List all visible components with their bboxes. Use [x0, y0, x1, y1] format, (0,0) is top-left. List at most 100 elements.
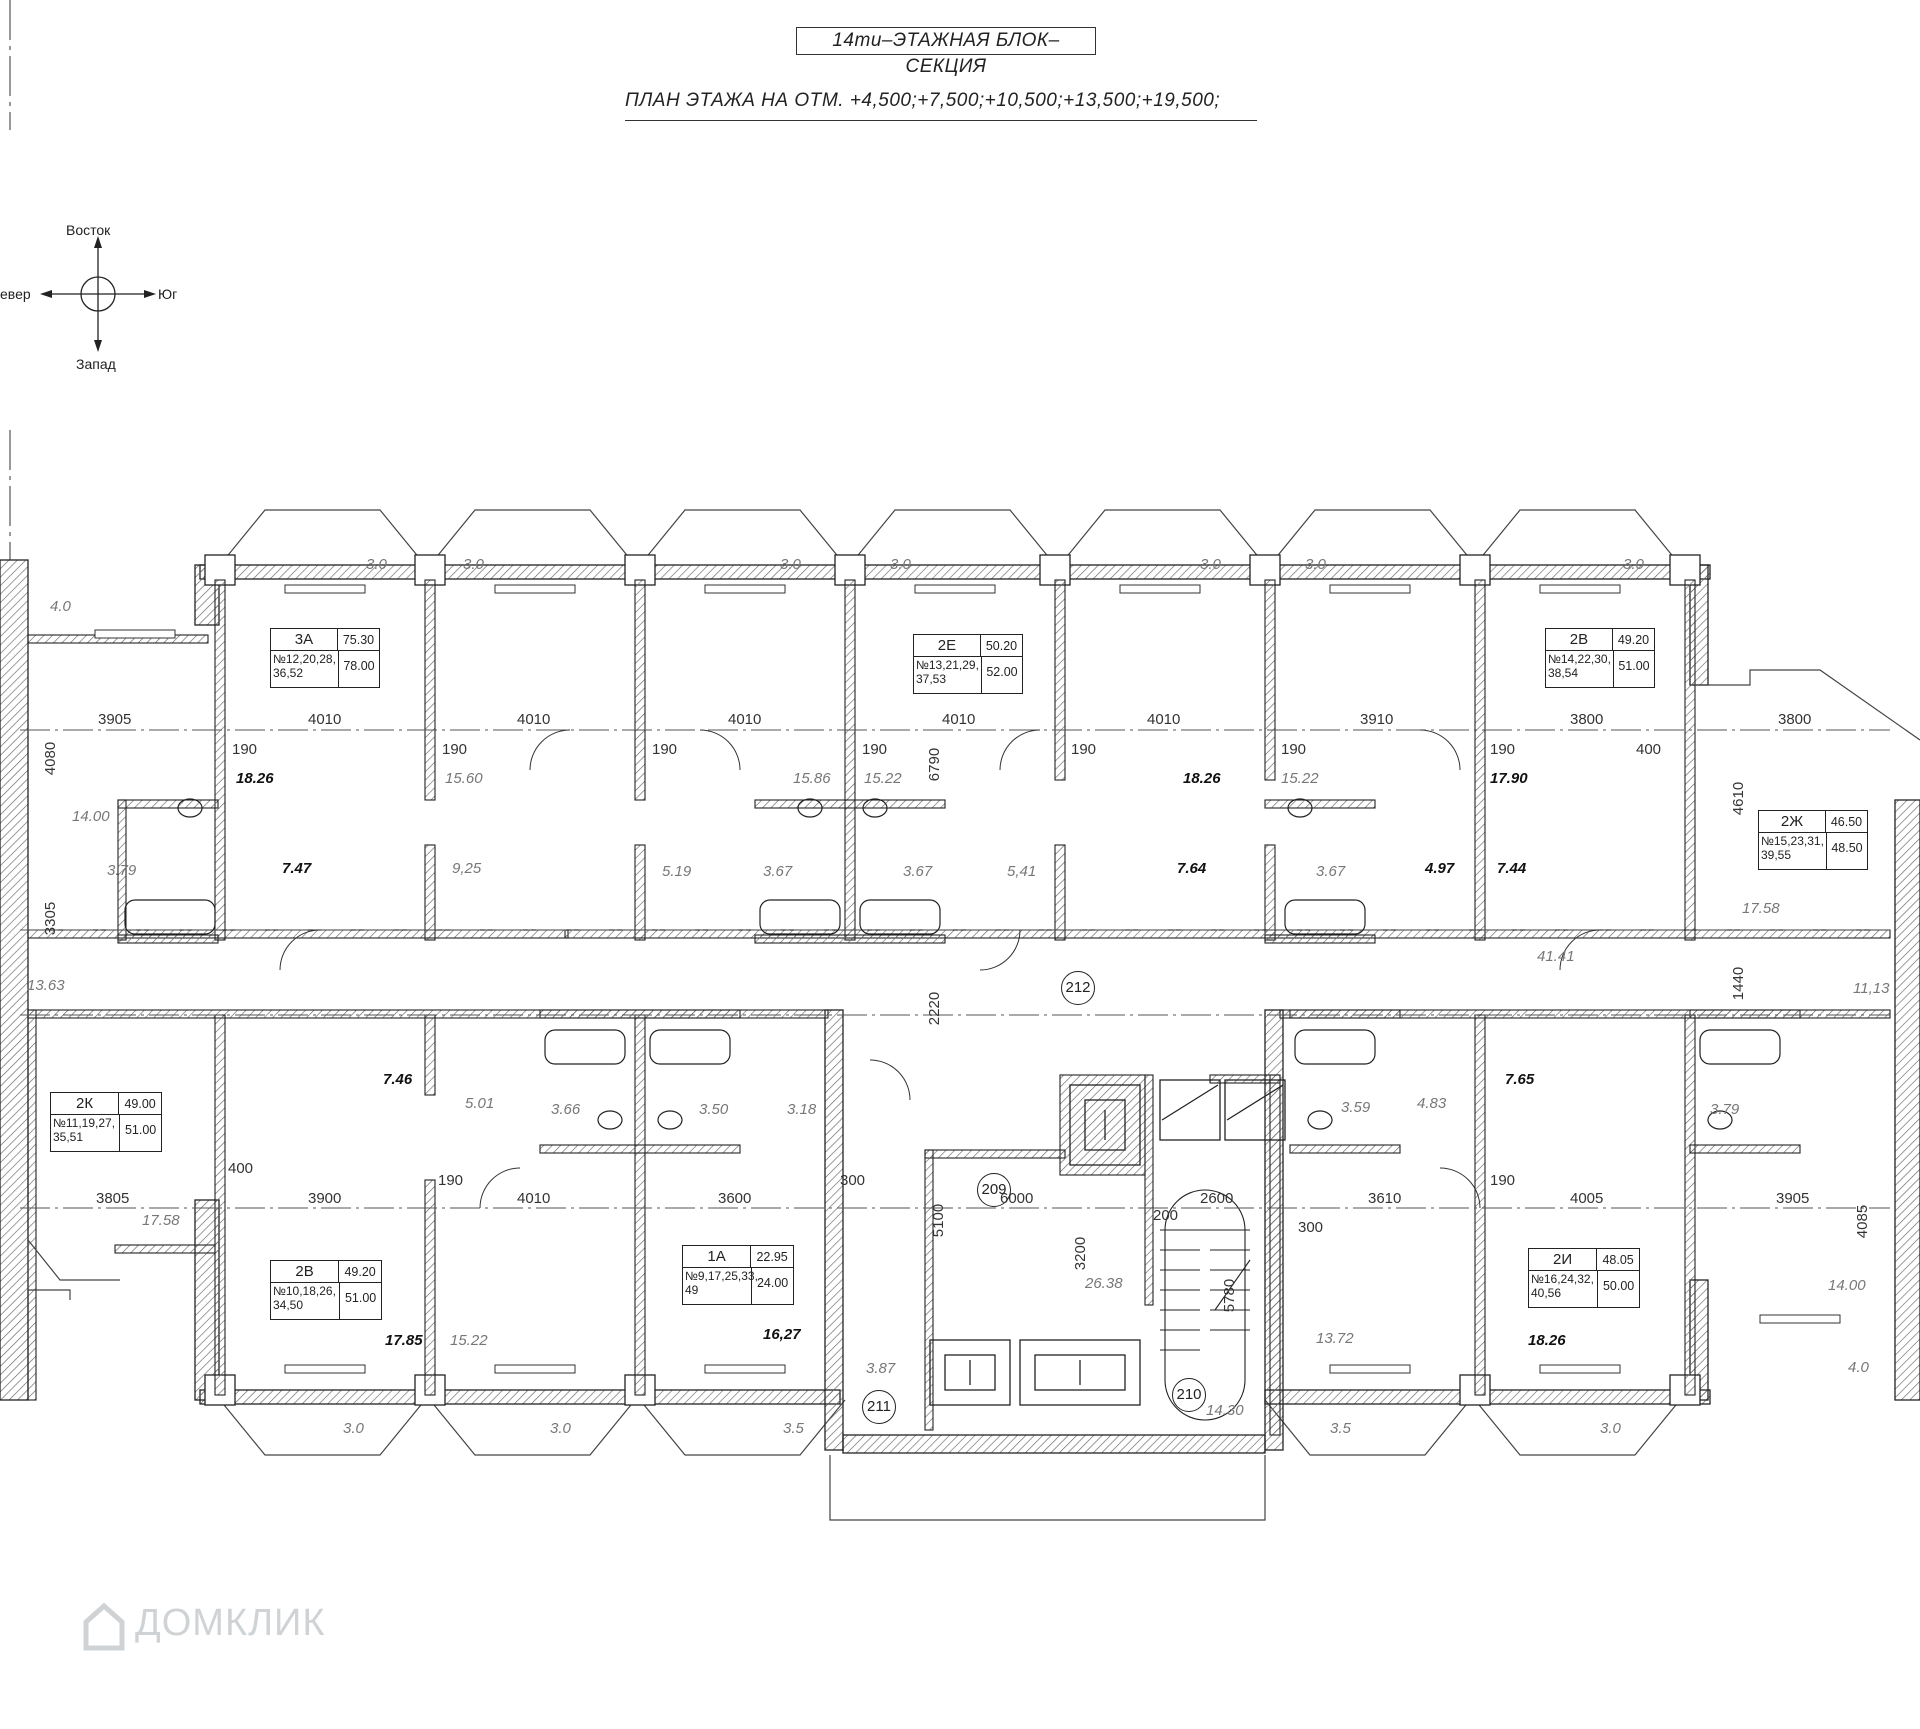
- apartment-numbers: №10,18,26, 34,50: [273, 1284, 336, 1313]
- room-area: 17.58: [1742, 900, 1780, 917]
- span-dim: 4010: [517, 1190, 551, 1207]
- room-area: 3.50: [699, 1101, 729, 1118]
- room-area: 3.79: [107, 862, 137, 879]
- room-area: 15.86: [793, 770, 831, 787]
- span-dim: 4010: [1147, 711, 1181, 728]
- vertical-dim: 2220: [926, 991, 944, 1026]
- room-area: 18.26: [1183, 770, 1221, 787]
- interior-walls: [27, 579, 1891, 1436]
- span-dim: 4005: [1570, 1190, 1604, 1207]
- room-area: 15.22: [864, 770, 902, 787]
- door-swings: [279, 729, 1601, 1209]
- small-dim: 200: [1153, 1207, 1179, 1224]
- apartment-area: 46.50: [1825, 811, 1867, 834]
- compass-rose-icon: [40, 236, 156, 352]
- apartment-2v-bottom: 2В 49.20 №10,18,26, 34,50 51.00: [270, 1260, 382, 1320]
- room-area: 14.00: [72, 808, 110, 825]
- room-area: 16,27: [763, 1326, 801, 1343]
- span-dim: 3910: [1360, 711, 1394, 728]
- room-area: 15.22: [450, 1332, 488, 1349]
- balcony-dim: 3.0: [463, 556, 484, 573]
- room-area: 7.64: [1177, 860, 1207, 877]
- small-dim: 190: [1490, 741, 1516, 758]
- small-dim: 190: [232, 741, 258, 758]
- span-dim: 4010: [517, 711, 551, 728]
- span-dim: 4010: [728, 711, 762, 728]
- compass-east-label: Юг: [158, 286, 178, 302]
- drawing-subtitle: ПЛАН ЭТАЖА НА ОТМ. +4,500;+7,500;+10,500…: [625, 90, 1257, 121]
- apartment-2e: 2Е 50.20 №13,21,29, 37,53 52.00: [913, 634, 1023, 694]
- small-dim: 190: [438, 1172, 464, 1189]
- room-area: 15.22: [1281, 770, 1319, 787]
- room-area: 11,13: [1853, 980, 1890, 997]
- apartment-area-total: 78.00: [337, 651, 379, 687]
- balcony-dim: 4.0: [50, 598, 71, 615]
- balcony-dim: 3.0: [890, 556, 911, 573]
- small-dim: 400: [1636, 741, 1662, 758]
- apartment-area: 50.20: [980, 635, 1022, 658]
- room-area: 5.01: [465, 1095, 495, 1112]
- apartment-area: 49.20: [339, 1261, 381, 1284]
- elevator-shafts: [929, 1079, 1286, 1406]
- small-dim: 190: [1071, 741, 1097, 758]
- room-area: 3.67: [763, 863, 793, 880]
- axis-lines: [20, 729, 1890, 1209]
- room-area: 5,41: [1007, 863, 1037, 880]
- span-dim: 3610: [1368, 1190, 1402, 1207]
- apartment-numbers: №16,24,32, 40,56: [1531, 1272, 1594, 1301]
- room-area: 14.30: [1206, 1402, 1244, 1419]
- room-area: 4.83: [1417, 1095, 1447, 1112]
- apartment-type: 1А: [683, 1246, 752, 1269]
- bath-fixtures: [124, 798, 1781, 1130]
- vertical-dim: 6790: [926, 747, 944, 782]
- balcony-dim: 3.0: [550, 1420, 571, 1437]
- small-dim: 190: [862, 741, 888, 758]
- room-area: 7.46: [383, 1071, 413, 1088]
- balcony-dim: 4.0: [1848, 1359, 1869, 1376]
- small-dim: 400: [228, 1160, 254, 1177]
- apartment-area-total: 52.00: [980, 657, 1022, 693]
- span-dim: 4010: [308, 711, 342, 728]
- apartment-area-total: 51.00: [1612, 651, 1654, 687]
- room-number-211: 211: [862, 1390, 896, 1424]
- room-area: 17.85: [385, 1332, 423, 1349]
- apartment-2i: 2И 48.05 №16,24,32, 40,56 50.00: [1528, 1248, 1640, 1308]
- vertical-dim: 4610: [1730, 781, 1748, 816]
- room-area: 3.67: [1316, 863, 1346, 880]
- apartment-numbers: №13,21,29, 37,53: [916, 658, 979, 687]
- room-area: 3.79: [1710, 1101, 1740, 1118]
- small-dim: 190: [652, 741, 678, 758]
- vertical-dim: 2600: [1200, 1190, 1234, 1207]
- balcony-dim: 3.0: [343, 1420, 364, 1437]
- apartment-2zh: 2Ж 46.50 №15,23,31, 39,55 48.50: [1758, 810, 1868, 870]
- vertical-dim: 5780: [1221, 1278, 1239, 1313]
- balcony-dim: 3.0: [1305, 556, 1326, 573]
- room-number-212: 212: [1061, 971, 1095, 1005]
- room-area: 17.90: [1490, 770, 1528, 787]
- watermark-text: ДОМКЛИК: [135, 1602, 326, 1644]
- apartment-type: 2Ж: [1759, 811, 1826, 834]
- room-area: 7.47: [282, 860, 312, 877]
- apartment-area: 75.30: [337, 629, 379, 652]
- domclick-logo-icon: [83, 1602, 125, 1651]
- apartment-type: 2И: [1529, 1249, 1598, 1272]
- compass-west-label: евер: [0, 286, 31, 302]
- apartment-area-total: 51.00: [339, 1283, 381, 1319]
- room-number-209: 209: [977, 1173, 1011, 1207]
- room-area: 7.44: [1497, 860, 1527, 877]
- apartment-type: 2К: [51, 1093, 120, 1116]
- balcony-dim: 3.5: [783, 1420, 804, 1437]
- room-area: 3.59: [1341, 1099, 1371, 1116]
- room-area: 14.00: [1828, 1277, 1866, 1294]
- apartment-type: 2Е: [914, 635, 981, 658]
- small-dim: 300: [1298, 1219, 1324, 1236]
- vertical-dim: 5100: [930, 1203, 948, 1238]
- span-dim: 3905: [98, 711, 132, 728]
- apartment-numbers: №11,19,27, 35,51: [53, 1116, 116, 1145]
- room-area: 26.38: [1085, 1275, 1123, 1292]
- apartment-area-total: 48.50: [1825, 833, 1867, 869]
- apartment-2k: 2К 49.00 №11,19,27, 35,51 51.00: [50, 1092, 162, 1152]
- apartment-type: 3А: [271, 629, 338, 652]
- staircase: [1160, 1189, 1251, 1421]
